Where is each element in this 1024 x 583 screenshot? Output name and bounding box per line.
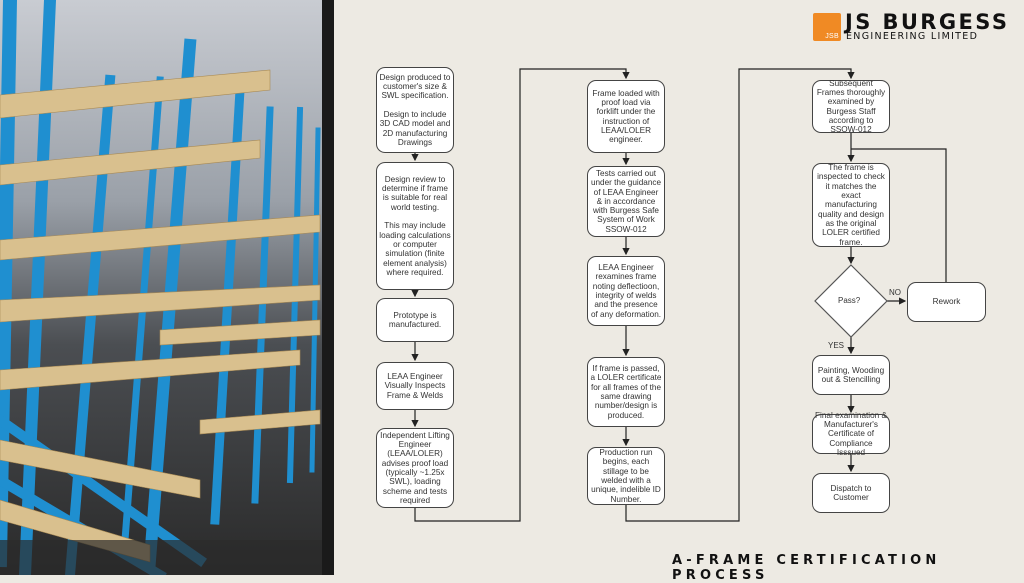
step-frame-inspected: The frame is inspected to check it match… <box>812 163 890 247</box>
company-subtitle: ENGINEERING LIMITED <box>846 31 979 42</box>
step-rework: Rework <box>907 282 986 322</box>
step-loler-certificate: If frame is passed, a LOLER certificate … <box>587 357 665 427</box>
step-reexamine: LEAA Engineer rexamines frame noting def… <box>587 256 665 326</box>
arrow <box>414 68 630 522</box>
step-final-examination: Final examination & Manufacturer's Certi… <box>812 411 890 457</box>
page-title: A-FRAME CERTIFICATION PROCESS <box>672 553 941 583</box>
arrow <box>851 148 947 282</box>
step-subsequent-frames: Subsequent Frames thoroughly examined by… <box>812 79 890 134</box>
step-visual-inspect: LEAA Engineer Visually Inspects Frame & … <box>376 362 454 410</box>
jsb-logo-mark: JSB <box>813 13 841 41</box>
company-name: JS BURGESS <box>845 10 1010 34</box>
step-proof-load: Frame loaded with proof load via forklif… <box>587 80 665 153</box>
step-production-run: Production run begins, each stillage to … <box>587 447 665 505</box>
yes-label: YES <box>828 341 845 350</box>
divider-strip <box>322 0 334 575</box>
decision-diamond <box>814 264 888 338</box>
step-prototype: Prototype is manufactured. <box>376 298 454 342</box>
step-design-produced: Design produced to customer's size & SWL… <box>376 67 454 153</box>
step-tests: Tests carried out under the guidance of … <box>587 166 665 237</box>
a-frame-stillages-photo <box>0 0 322 575</box>
no-label: NO <box>889 288 901 297</box>
step-dispatch: Dispatch to Customer <box>812 473 890 513</box>
step-design-review: Design review to determine if frame is s… <box>376 162 454 290</box>
logo-mark-text: JSB <box>825 33 839 40</box>
step-painting: Painting, Wooding out & Stencilling <box>812 355 890 395</box>
arrow <box>625 68 855 522</box>
step-lifting-engineer: Independent Lifting Engineer (LEAA/LOLER… <box>376 428 454 508</box>
decision-pass-label: Pass? <box>838 296 861 305</box>
